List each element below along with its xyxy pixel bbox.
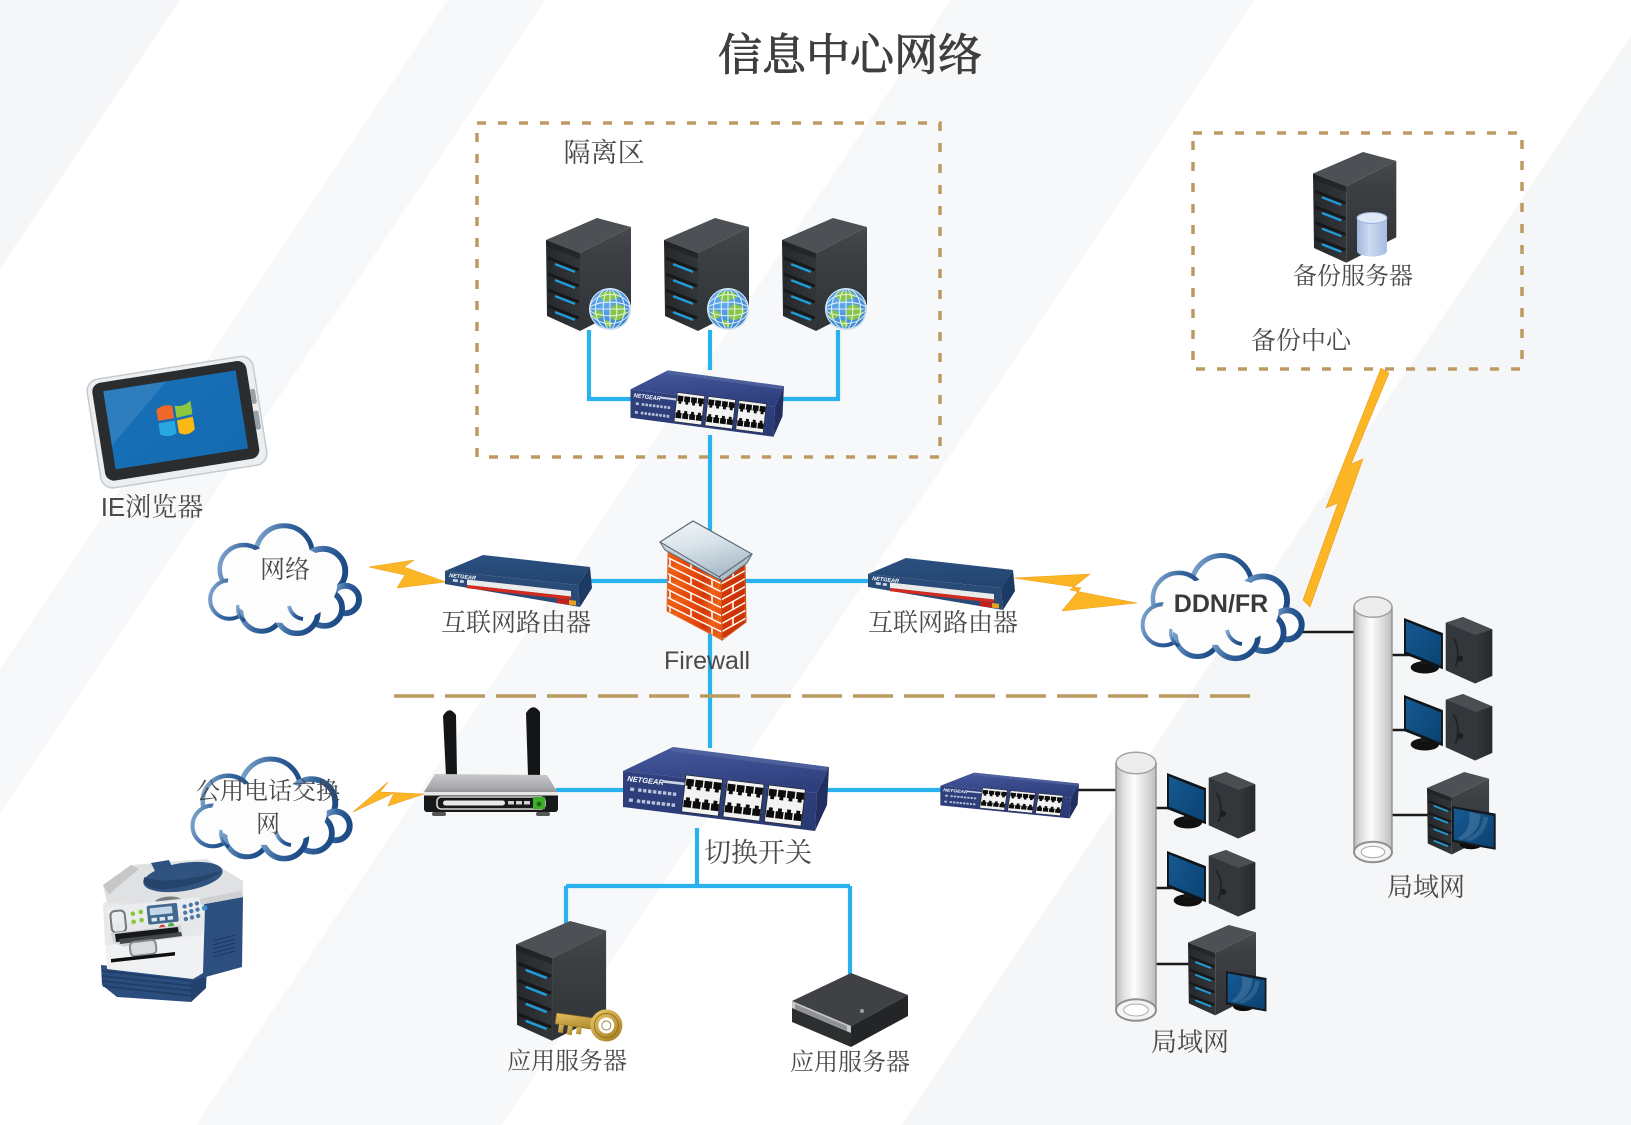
svg-text:备份服务器: 备份服务器 — [1293, 256, 1413, 291]
svg-text:信息中心网络: 信息中心网络 — [718, 19, 982, 83]
svg-text:网络: 网络 — [260, 550, 310, 586]
svg-text:应用服务器: 应用服务器 — [790, 1042, 910, 1077]
svg-text:互联网路由器: 互联网路由器 — [441, 603, 591, 639]
svg-text:互联网路由器: 互联网路由器 — [868, 603, 1018, 639]
svg-text:切换开关: 切换开关 — [704, 831, 812, 870]
svg-text:隔离区: 隔离区 — [564, 131, 645, 170]
svg-text:公用电话交换: 公用电话交换 — [196, 771, 340, 806]
svg-text:局域网: 局域网 — [1387, 867, 1465, 904]
svg-text:DDN/FR: DDN/FR — [1174, 590, 1268, 618]
svg-text:IE浏览器: IE浏览器 — [101, 487, 204, 524]
svg-text:备份中心: 备份中心 — [1251, 321, 1352, 357]
svg-text:应用服务器: 应用服务器 — [507, 1041, 627, 1076]
svg-text:局域网: 局域网 — [1151, 1022, 1229, 1059]
svg-text:Firewall: Firewall — [664, 647, 750, 675]
svg-text:网: 网 — [256, 804, 280, 839]
